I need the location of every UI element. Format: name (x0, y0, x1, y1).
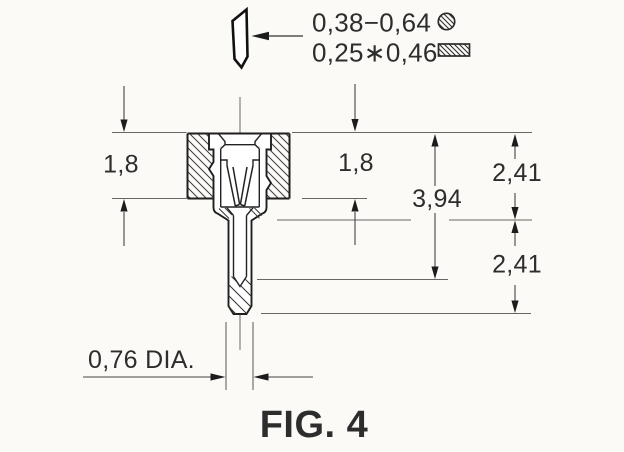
dim-label-board-right: 1,8 (338, 149, 374, 177)
dim-board-thickness-right: 1,8 (338, 84, 374, 245)
pcb-section-right (266, 133, 290, 199)
dim-tail-diameter: 0,76 DIA. (83, 346, 313, 381)
dim-label-overall: 3,94 (412, 185, 462, 213)
arrow-up-icon (511, 220, 519, 233)
arrow-up-icon (120, 199, 128, 212)
mating-pin-blade (231, 6, 249, 70)
extension-lines (112, 131, 532, 390)
dim-board-thickness-left: 1,8 (103, 86, 139, 246)
socket-body (186, 132, 291, 315)
arrow-down-icon (511, 207, 519, 220)
dim-label-tail-dia: 0,76 DIA. (88, 346, 195, 374)
board-outline (186, 132, 291, 200)
socket-sleeve-walls (220, 148, 260, 208)
contact-spring-blades (226, 165, 254, 207)
ext-line-tail-sides (225, 322, 254, 390)
dim-lower-half: 2,41 (492, 220, 542, 313)
arrow-down-icon (120, 119, 128, 132)
arrow-down-icon (511, 300, 519, 313)
bore-walls (226, 207, 254, 288)
arrow-left-icon (253, 373, 269, 381)
hatched-circle-icon (437, 12, 456, 31)
arrow-down-icon (431, 266, 439, 279)
arrow-up-icon (431, 134, 439, 147)
socket-funnel (217, 133, 263, 150)
arrow-up-icon (351, 199, 359, 212)
callout-rect-size: 0,25∗0,46 (312, 38, 438, 68)
arrow-right-icon (210, 373, 226, 381)
dim-label-upper: 2,41 (492, 159, 542, 187)
figure-caption: FIG. 4 (260, 404, 369, 446)
contact-spring (226, 165, 254, 207)
arrow-up-icon (511, 134, 519, 147)
arrow-down-icon (351, 119, 359, 132)
pcb-board-section (187, 133, 290, 199)
mating-pin-callout: 0,38−0,64 0,25∗0,46 (231, 6, 471, 70)
dim-label-lower: 2,41 (492, 251, 542, 279)
dim-label-board-left: 1,8 (103, 151, 139, 179)
tip-hatch (228, 276, 252, 314)
pointer-arrowhead-icon (251, 31, 269, 41)
pcb-section-left (187, 133, 214, 199)
hatched-rect-icon (437, 43, 471, 57)
callout-round-range: 0,38−0,64 (312, 8, 431, 38)
shoulder-hatch (218, 207, 263, 219)
tail-bore (226, 207, 254, 288)
dim-overall-depth: 3,94 (412, 134, 462, 279)
dim-upper-half: 2,41 (492, 134, 542, 220)
